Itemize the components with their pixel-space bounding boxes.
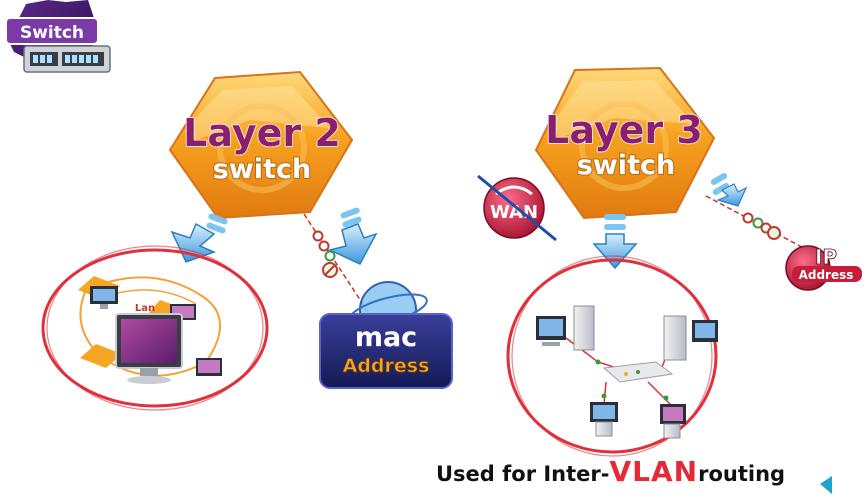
wan-badge: WAN [477,174,557,242]
caption: Used for Inter-VLAN routing [436,455,846,491]
ip-address-badge: IP Address [785,245,862,291]
lan-main-monitor-icon [115,313,183,384]
strike-line [477,174,557,242]
lan-monitor-icon-3 [196,358,222,376]
wan-label: WAN [490,202,538,223]
layer2-subtitle: switch [213,154,311,185]
caption-prefix: Used for Inter- [436,462,610,486]
layer2-title: Layer 2 [183,111,341,155]
computer-icon-3 [590,402,618,437]
switch-badge: Switch [5,0,111,73]
lan-monitor-icon-1 [90,286,118,309]
badge-label: Switch [20,23,84,43]
caption-highlight: VLAN [609,455,699,488]
vlan-network-ring [506,255,718,457]
arrow-icon-l3-down [592,214,638,270]
layer3-subtitle: switch [577,150,675,181]
arrow-icon-l2-left [170,213,228,263]
layer3-title: Layer 3 [545,108,703,152]
ip-line1: IP [815,245,837,269]
network-router-icon [602,361,674,383]
layer2-switch-hexagon: Layer 2 switch [168,70,354,220]
ip-line2: Address [799,268,854,282]
mac-line2: Address [343,355,430,377]
computer-icon-4 [660,404,686,439]
mac-address-icon: mac Address [319,281,453,389]
mac-line1: mac [355,322,417,353]
link-nodes-l3 [742,212,781,240]
arrow-icon-l2-right [327,207,378,265]
layer3-switch-hexagon: Layer 3 switch [534,66,716,220]
lan-label: Lan [135,303,155,314]
network-switch-icon [23,45,111,73]
lan-network-ring: Lan [41,245,269,411]
computer-icon-2 [663,315,718,361]
computer-icon-1 [536,305,595,351]
link-nodes-l2 [312,230,338,278]
corner-mark-icon [820,476,832,494]
caption-suffix: routing [698,462,786,486]
arrow-icon-l3-right [710,173,748,207]
